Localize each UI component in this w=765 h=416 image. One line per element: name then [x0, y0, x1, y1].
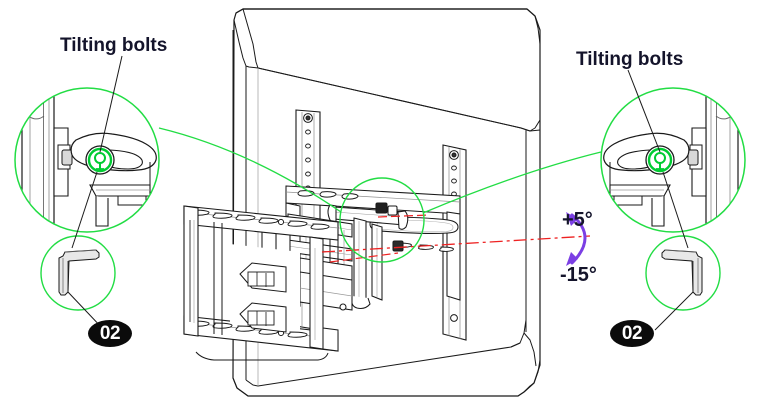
- tilting-bolt-highlight-right: [645, 145, 675, 175]
- tilt-arc-arrow: [566, 212, 587, 266]
- center-detail-circle: [339, 177, 425, 263]
- label-leader-lines: [99, 55, 661, 153]
- wall-plate: [183, 205, 339, 361]
- tilt-angle-up-label: +5°: [562, 209, 593, 231]
- left-tilting-bolts-label: Tilting bolts: [60, 35, 168, 56]
- magnifier-connector-lines: [158, 127, 602, 214]
- right-part-badge-02: 02: [610, 320, 654, 347]
- right-tool-detail: [645, 171, 721, 331]
- left-magnifier: [14, 87, 160, 233]
- left-tool-detail: [40, 171, 116, 331]
- allen-key-icon: [661, 249, 703, 296]
- left-part-badge-02: 02: [88, 320, 132, 347]
- right-magnifier: [600, 87, 746, 233]
- tilt-angle-down-label: -15°: [560, 264, 597, 286]
- allen-key-icon: [58, 249, 100, 296]
- tilting-bolt-highlight-left: [85, 145, 115, 175]
- right-tilting-bolts-label: Tilting bolts: [576, 49, 684, 70]
